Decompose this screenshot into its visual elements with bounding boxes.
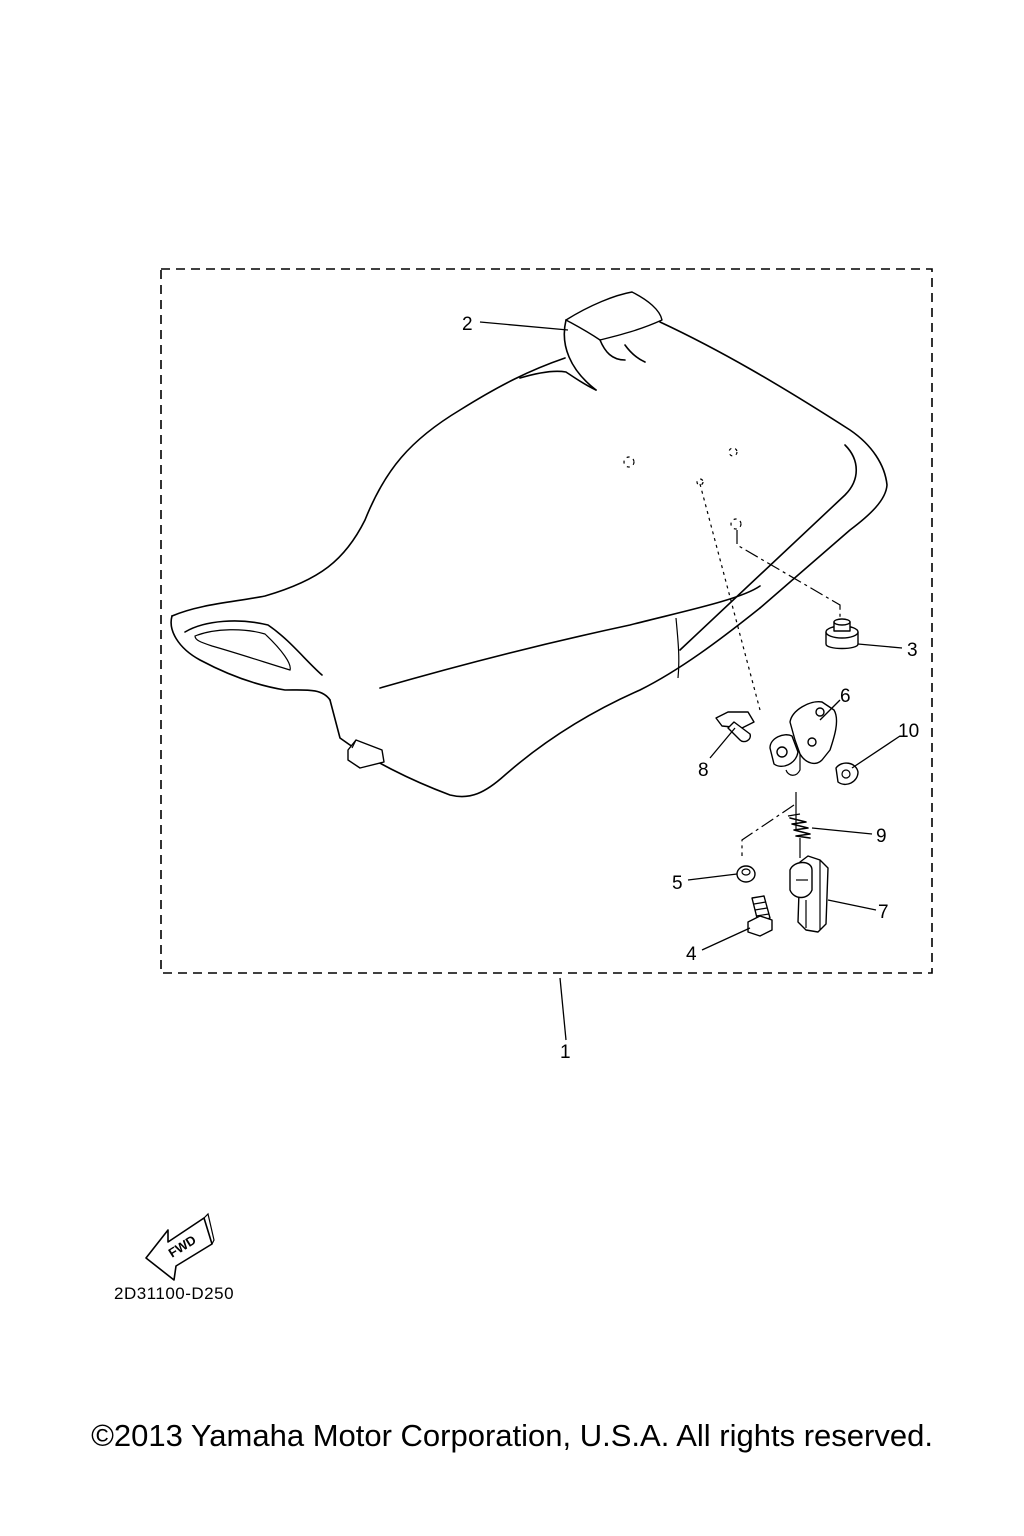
callout-9: 9 [876, 826, 887, 847]
callout-10: 10 [898, 721, 919, 742]
diagram-code: 2D31100-D250 [114, 1284, 235, 1303]
assembly-boundary [160, 268, 933, 974]
install-line-lower [741, 804, 795, 856]
latch-bracket-part [769, 701, 838, 776]
callout-3: 3 [907, 640, 918, 661]
bolt-part-8 [715, 711, 755, 743]
callout-5: 5 [672, 873, 683, 894]
callout-6: 6 [840, 686, 851, 707]
screw-part [747, 895, 773, 937]
leader-lines [479, 321, 903, 1041]
copyright-notice: ©2013 Yamaha Motor Corporation, U.S.A. A… [91, 1418, 933, 1453]
install-line-latch [699, 483, 761, 711]
damper-part [825, 618, 859, 650]
callout-8: 8 [698, 760, 709, 781]
callout-4: 4 [686, 944, 697, 965]
install-line-damper [736, 530, 841, 622]
callout-2: 2 [462, 314, 473, 335]
fwd-arrow-icon: FWD [145, 1212, 215, 1281]
catch-part [789, 855, 829, 933]
seat-strap-drawing [519, 291, 663, 391]
spring-part [787, 813, 811, 839]
callout-1: 1 [560, 1042, 571, 1063]
seat-drawing [170, 321, 888, 798]
washer-part [736, 865, 756, 883]
mounting-holes [623, 447, 742, 530]
callout-7: 7 [878, 902, 889, 923]
